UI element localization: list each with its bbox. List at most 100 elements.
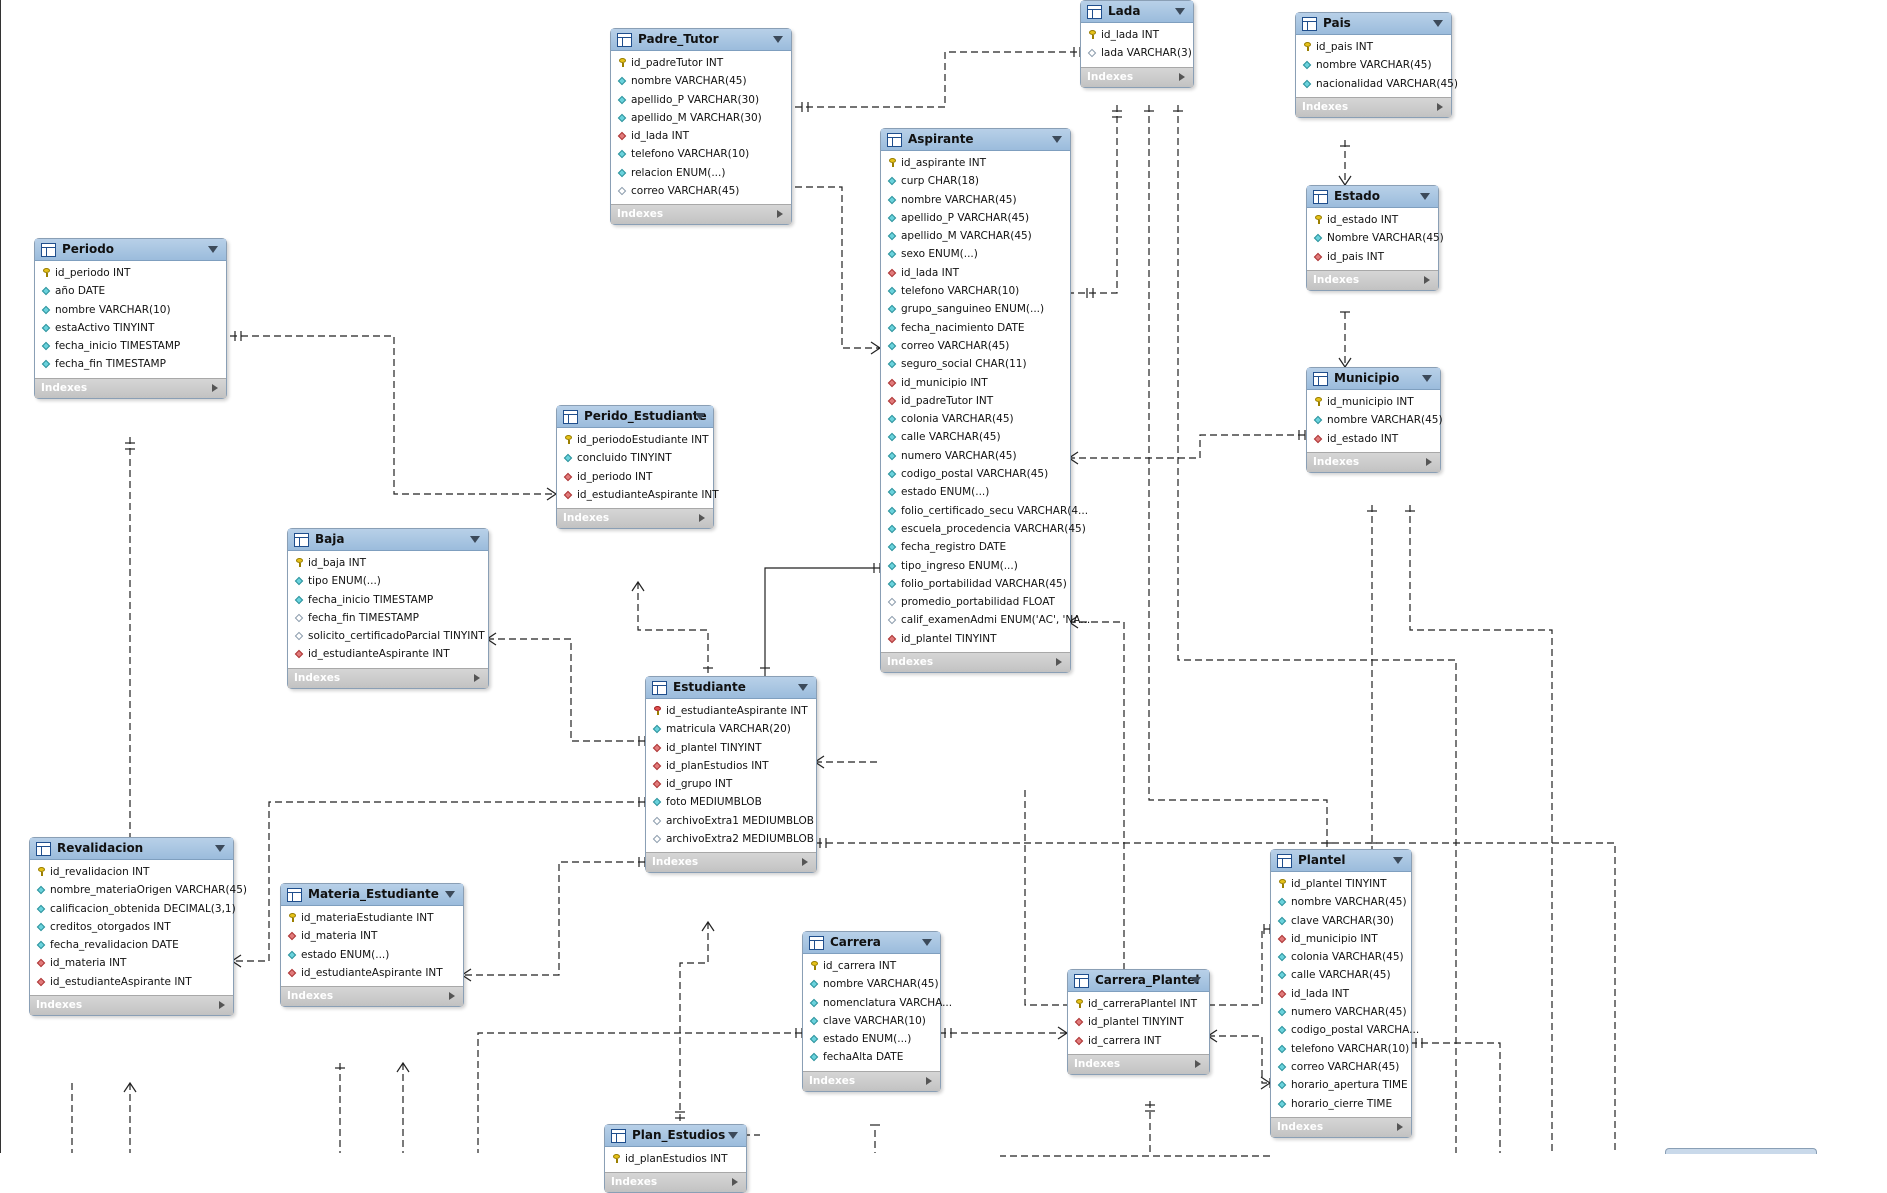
column-row[interactable]: creditos_otorgados INT: [30, 918, 233, 936]
expand-arrow-icon[interactable]: [732, 1178, 738, 1187]
column-row[interactable]: archivoExtra2 MEDIUMBLOB: [646, 830, 816, 848]
column-row[interactable]: id_estudianteAspirante INT: [30, 973, 233, 991]
expand-arrow-icon[interactable]: [1397, 1122, 1403, 1131]
expand-arrow-icon[interactable]: [474, 673, 480, 682]
indexes-section[interactable]: Indexes: [881, 652, 1070, 673]
column-row[interactable]: id_pais INT: [1296, 38, 1451, 56]
collapse-arrow-icon[interactable]: [1052, 136, 1062, 143]
indexes-section[interactable]: Indexes: [281, 986, 463, 1007]
collapse-arrow-icon[interactable]: [1175, 8, 1185, 15]
column-row[interactable]: fecha_revalidacion DATE: [30, 936, 233, 954]
column-row[interactable]: id_estado INT: [1307, 211, 1438, 229]
column-row[interactable]: nombre VARCHAR(45): [1296, 56, 1451, 74]
column-row[interactable]: lada VARCHAR(3): [1081, 44, 1193, 62]
column-row[interactable]: fecha_nacimiento DATE: [881, 319, 1070, 337]
expand-arrow-icon[interactable]: [1179, 72, 1185, 81]
entity-header[interactable]: Carrera_Plantel: [1068, 970, 1209, 992]
expand-arrow-icon[interactable]: [777, 210, 783, 219]
column-row[interactable]: id_plantel TINYINT: [646, 739, 816, 757]
column-row[interactable]: nombre VARCHAR(45): [881, 191, 1070, 209]
column-row[interactable]: promedio_portabilidad FLOAT: [881, 593, 1070, 611]
indexes-section[interactable]: Indexes: [557, 508, 713, 529]
entity-header[interactable]: Padre_Tutor: [611, 29, 791, 51]
column-row[interactable]: id_municipio INT: [1271, 930, 1411, 948]
column-row[interactable]: calle VARCHAR(45): [881, 428, 1070, 446]
entity-header[interactable]: Carrera: [803, 932, 940, 954]
column-row[interactable]: correo VARCHAR(45): [1271, 1058, 1411, 1076]
collapse-arrow-icon[interactable]: [695, 413, 705, 420]
column-row[interactable]: id_plantel TINYINT: [1068, 1013, 1209, 1031]
entity-header[interactable]: Pais: [1296, 13, 1451, 35]
column-row[interactable]: id_lada INT: [881, 264, 1070, 282]
indexes-section[interactable]: Indexes: [1068, 1053, 1209, 1074]
column-row[interactable]: id_revalidacion INT: [30, 863, 233, 881]
indexes-section[interactable]: Indexes: [35, 377, 226, 398]
column-row[interactable]: id_materiaEstudiante INT: [281, 909, 463, 927]
column-row[interactable]: seguro_social CHAR(11): [881, 355, 1070, 373]
column-row[interactable]: id_planEstudios INT: [605, 1150, 746, 1168]
column-row[interactable]: fecha_registro DATE: [881, 538, 1070, 556]
column-row[interactable]: id_pais INT: [1307, 248, 1438, 266]
column-row[interactable]: id_estudianteAspirante INT: [288, 645, 488, 663]
column-row[interactable]: id_planEstudios INT: [646, 757, 816, 775]
collapse-arrow-icon[interactable]: [922, 939, 932, 946]
column-row[interactable]: id_carreraPlantel INT: [1068, 995, 1209, 1013]
indexes-section[interactable]: Indexes: [1307, 451, 1440, 472]
column-row[interactable]: matricula VARCHAR(20): [646, 720, 816, 738]
column-row[interactable]: nombre VARCHAR(45): [803, 975, 940, 993]
column-row[interactable]: id_periodoEstudiante INT: [557, 431, 713, 449]
column-row[interactable]: id_carrera INT: [1068, 1032, 1209, 1050]
indexes-section[interactable]: Indexes: [611, 204, 791, 225]
column-row[interactable]: correo VARCHAR(45): [611, 182, 791, 200]
expand-arrow-icon[interactable]: [212, 383, 218, 392]
indexes-section[interactable]: Indexes: [803, 1070, 940, 1091]
column-row[interactable]: numero VARCHAR(45): [1271, 1003, 1411, 1021]
column-row[interactable]: telefono VARCHAR(10): [1271, 1040, 1411, 1058]
indexes-section[interactable]: Indexes: [1296, 96, 1451, 117]
collapse-arrow-icon[interactable]: [208, 246, 218, 253]
expand-arrow-icon[interactable]: [1056, 658, 1062, 667]
column-row[interactable]: id_municipio INT: [1307, 393, 1440, 411]
column-row[interactable]: folio_certificado_secu VARCHAR(4...: [881, 502, 1088, 520]
collapse-arrow-icon[interactable]: [728, 1132, 738, 1139]
indexes-section[interactable]: Indexes: [1081, 66, 1193, 87]
indexes-section[interactable]: Indexes: [646, 852, 816, 873]
column-row[interactable]: fechaAlta DATE: [803, 1048, 940, 1066]
column-row[interactable]: correo VARCHAR(45): [881, 337, 1070, 355]
column-row[interactable]: id_padreTutor INT: [881, 392, 1070, 410]
entity-header[interactable]: Aspirante: [881, 129, 1070, 151]
expand-arrow-icon[interactable]: [449, 992, 455, 1001]
column-row[interactable]: id_periodo INT: [557, 468, 713, 486]
column-row[interactable]: colonia VARCHAR(45): [1271, 948, 1411, 966]
column-row[interactable]: sexo ENUM(...): [881, 245, 1070, 263]
column-row[interactable]: codigo_postal VARCHAR(45): [881, 465, 1070, 483]
column-row[interactable]: año DATE: [35, 282, 226, 300]
column-row[interactable]: curp CHAR(18): [881, 172, 1070, 190]
collapse-arrow-icon[interactable]: [798, 684, 808, 691]
entity-header[interactable]: Estado: [1307, 186, 1438, 208]
column-row[interactable]: nombre_materiaOrigen VARCHAR(45): [30, 881, 247, 899]
entity-header[interactable]: Municipio: [1307, 368, 1440, 390]
column-row[interactable]: solicito_certificadoParcial TINYINT: [288, 627, 488, 645]
column-row[interactable]: colonia VARCHAR(45): [881, 410, 1070, 428]
column-row[interactable]: estado ENUM(...): [803, 1030, 940, 1048]
column-row[interactable]: id_estado INT: [1307, 430, 1440, 448]
column-row[interactable]: archivoExtra1 MEDIUMBLOB: [646, 812, 816, 830]
column-row[interactable]: nombre VARCHAR(10): [35, 301, 226, 319]
column-row[interactable]: tipo_ingreso ENUM(...): [881, 557, 1070, 575]
column-row[interactable]: id_municipio INT: [881, 374, 1070, 392]
column-row[interactable]: fecha_fin TIMESTAMP: [35, 355, 226, 373]
column-row[interactable]: numero VARCHAR(45): [881, 447, 1070, 465]
column-row[interactable]: id_padreTutor INT: [611, 54, 791, 72]
partial-entity-header[interactable]: [1665, 1148, 1817, 1154]
column-row[interactable]: id_estudianteAspirante INT: [646, 702, 816, 720]
collapse-arrow-icon[interactable]: [445, 891, 455, 898]
column-row[interactable]: grupo_sanguineo ENUM(...): [881, 300, 1070, 318]
column-row[interactable]: estado ENUM(...): [881, 483, 1070, 501]
